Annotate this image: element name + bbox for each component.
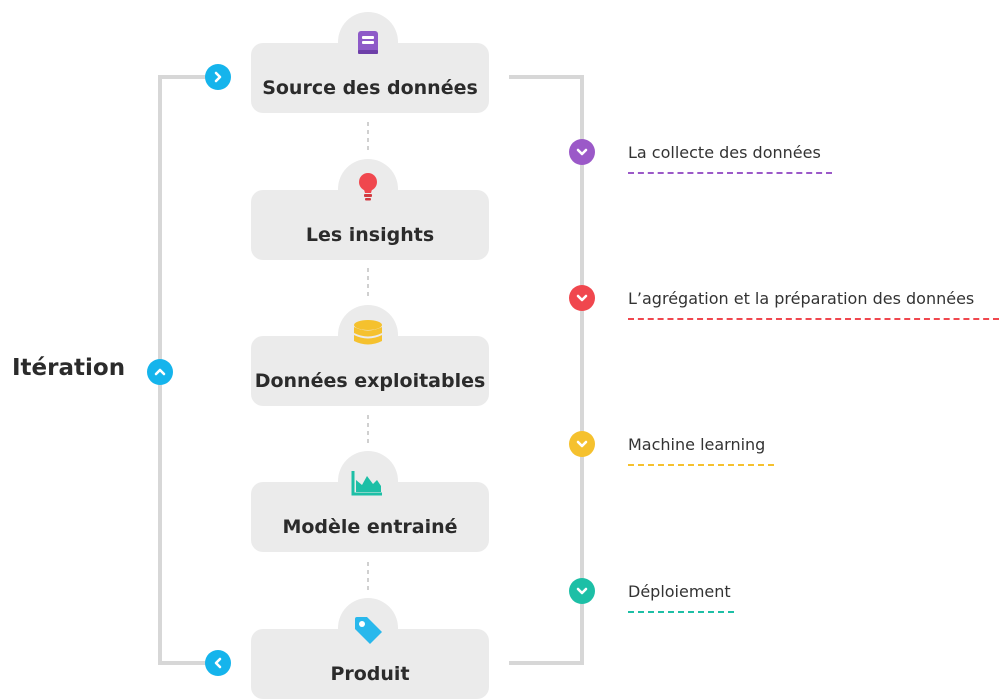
- database-icon: [354, 320, 382, 345]
- box-label: Données exploitables: [254, 370, 486, 392]
- step-label-collecte: La collecte des données: [628, 143, 821, 162]
- chevron-down-icon: [576, 294, 588, 302]
- chevron-left-icon: [214, 657, 222, 669]
- chevron-down-icon: [576, 440, 588, 448]
- chevron-down-icon: [576, 587, 588, 595]
- box-label: Produit: [330, 663, 410, 685]
- arrow-right-dot: [205, 64, 231, 90]
- box-label: Source des données: [262, 77, 478, 99]
- box-label: Modèle entrainé: [282, 516, 458, 538]
- step-label-agregation: L’agrégation et la préparation des donné…: [628, 289, 975, 308]
- iteration-label: Itération: [12, 355, 126, 381]
- tag-icon: [355, 617, 382, 644]
- box-source-des-donnees: Source des données: [251, 43, 489, 113]
- book-icon: [358, 31, 378, 54]
- chevron-down-icon: [576, 148, 588, 156]
- step-label-machine-learning: Machine learning: [628, 435, 766, 454]
- arrow-up-dot: [147, 359, 173, 385]
- box-donnees-exploitables: Données exploitables: [251, 336, 489, 406]
- lightbulb-icon: [359, 173, 377, 201]
- chevron-right-icon: [214, 71, 222, 83]
- area-chart-icon: [351, 471, 382, 496]
- step-dot-machine-learning: [569, 431, 595, 457]
- step-underline: [628, 464, 774, 466]
- step-dot-collecte: [569, 139, 595, 165]
- chevron-up-icon: [154, 368, 166, 376]
- arrow-left-dot: [205, 650, 231, 676]
- process-bracket: [509, 75, 584, 665]
- step-dot-deploiement: [569, 578, 595, 604]
- step-underline: [628, 611, 734, 613]
- box-label: Les insights: [305, 224, 435, 246]
- box-les-insights: Les insights: [251, 190, 489, 260]
- step-dot-agregation: [569, 285, 595, 311]
- step-label-deploiement: Déploiement: [628, 582, 731, 601]
- step-underline: [628, 172, 832, 174]
- step-underline: [628, 318, 999, 320]
